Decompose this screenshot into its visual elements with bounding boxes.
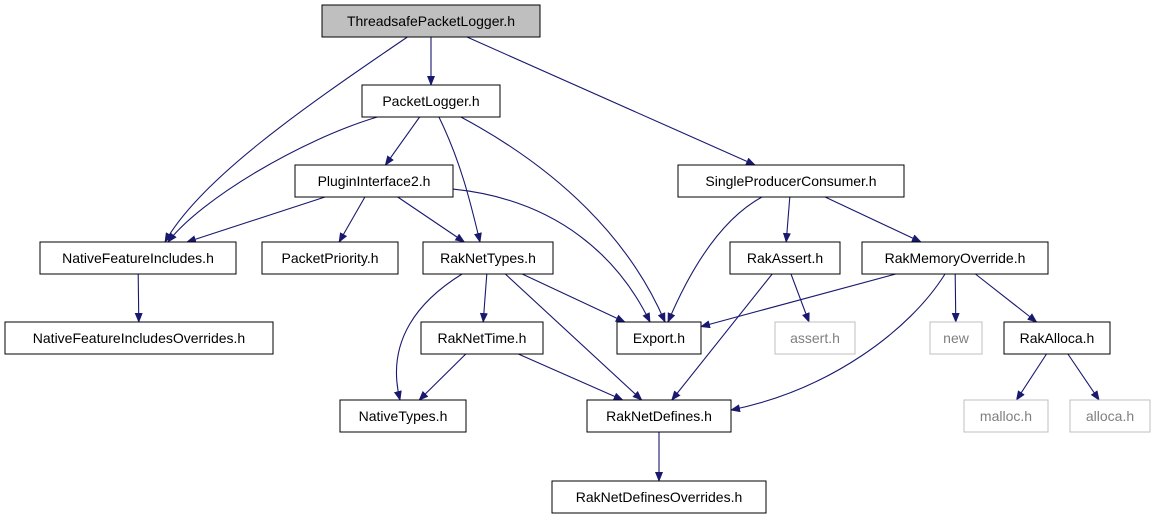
node-nfio[interactable]: NativeFeatureIncludesOverrides.h <box>4 321 274 355</box>
node-raknettypes[interactable]: RakNetTypes.h <box>422 241 554 275</box>
edge-packetlogger-to-plugin <box>384 116 421 166</box>
node-label: RakNetDefinesOverrides.h <box>576 489 743 505</box>
node-nativetypes[interactable]: NativeTypes.h <box>339 399 467 433</box>
node-box[interactable] <box>294 164 454 198</box>
node-rakalloca[interactable]: RakAlloca.h <box>1003 321 1111 355</box>
edge-packetlogger-to-raknettypes <box>438 116 482 243</box>
node-label: Export.h <box>633 330 685 346</box>
node-box[interactable] <box>1003 321 1111 355</box>
node-box[interactable] <box>422 241 554 275</box>
node-alloca[interactable]: alloca.h <box>1069 399 1151 433</box>
node-spc[interactable]: SingleProducerConsumer.h <box>677 164 905 198</box>
node-label: RakNetTime.h <box>438 330 527 346</box>
nodes-layer: ThreadsafePacketLogger.hPacketLogger.hSi… <box>4 4 1151 514</box>
node-label: NativeFeatureIncludes.h <box>62 250 214 266</box>
edge-raknettime-to-nativetypes <box>418 353 467 401</box>
node-label: RakMemoryOverride.h <box>885 250 1026 266</box>
node-rmo[interactable]: RakMemoryOverride.h <box>861 241 1049 275</box>
node-label: RakNetDefines.h <box>606 408 712 424</box>
node-box[interactable] <box>677 164 905 198</box>
node-label: RakAlloca.h <box>1020 330 1095 346</box>
edge-raknettypes-to-raknetdefines <box>504 273 643 401</box>
node-label: PacketLogger.h <box>382 93 479 109</box>
edge-plugin-to-nfi <box>186 196 326 244</box>
edge-packetlogger-to-nfi <box>167 116 378 243</box>
node-box[interactable] <box>616 321 702 355</box>
node-box[interactable] <box>321 4 541 38</box>
node-label: alloca.h <box>1086 408 1134 424</box>
node-box[interactable] <box>420 321 544 355</box>
node-plugin[interactable]: PluginInterface2.h <box>294 164 454 198</box>
edge-rmo-to-new <box>951 273 960 323</box>
node-box[interactable] <box>929 321 983 355</box>
edge-spc-to-rmo <box>824 196 922 243</box>
edge-rakassert-to-raknetdefines <box>671 273 773 401</box>
edge-threadsafe-to-nfi <box>164 36 408 243</box>
node-new[interactable]: new <box>929 321 983 355</box>
edge-rakalloca-to-alloca <box>1067 353 1100 401</box>
node-box[interactable] <box>339 399 467 433</box>
node-box[interactable] <box>729 241 841 275</box>
node-label: malloc.h <box>980 408 1032 424</box>
node-label: NativeTypes.h <box>359 408 448 424</box>
edge-rakalloca-to-malloc <box>1015 353 1047 401</box>
node-assert[interactable]: assert.h <box>774 321 856 355</box>
node-label: ThreadsafePacketLogger.h <box>347 13 515 29</box>
node-box[interactable] <box>1069 399 1151 433</box>
edge-plugin-to-export <box>452 188 651 323</box>
edge-raknettypes-to-raknettime <box>479 273 488 323</box>
edge-spc-to-export <box>667 196 763 323</box>
node-label: NativeFeatureIncludesOverrides.h <box>33 330 245 346</box>
edge-spc-to-rakassert <box>782 196 791 243</box>
node-packetlogger[interactable]: PacketLogger.h <box>361 84 501 118</box>
node-label: new <box>943 330 970 346</box>
edge-rmo-to-export <box>700 273 896 329</box>
node-label: PluginInterface2.h <box>318 173 431 189</box>
node-export[interactable]: Export.h <box>616 321 702 355</box>
edge-raknettime-to-raknetdefines <box>518 353 624 401</box>
edges-layer <box>134 36 1100 482</box>
node-raknettime[interactable]: RakNetTime.h <box>420 321 544 355</box>
node-box[interactable] <box>861 241 1049 275</box>
node-box[interactable] <box>261 241 399 275</box>
node-box[interactable] <box>4 321 274 355</box>
node-rakassert[interactable]: RakAssert.h <box>729 241 841 275</box>
node-box[interactable] <box>551 480 767 514</box>
node-threadsafe[interactable]: ThreadsafePacketLogger.h <box>321 4 541 38</box>
node-ppriority[interactable]: PacketPriority.h <box>261 241 399 275</box>
node-box[interactable] <box>39 241 237 275</box>
node-malloc[interactable]: malloc.h <box>963 399 1049 433</box>
edge-packetlogger-to-export <box>460 116 666 323</box>
node-box[interactable] <box>586 399 732 433</box>
node-box[interactable] <box>774 321 856 355</box>
edge-rmo-to-rakalloca <box>975 273 1038 323</box>
node-label: SingleProducerConsumer.h <box>705 173 876 189</box>
node-rndo[interactable]: RakNetDefinesOverrides.h <box>551 480 767 514</box>
node-label: PacketPriority.h <box>282 250 379 266</box>
edge-raknettypes-to-nativetypes <box>393 273 463 401</box>
node-box[interactable] <box>361 84 501 118</box>
edge-rakassert-to-assert <box>790 273 810 323</box>
edge-rmo-to-raknetdefines <box>730 273 946 413</box>
node-nfi[interactable]: NativeFeatureIncludes.h <box>39 241 237 275</box>
node-label: RakAssert.h <box>747 250 823 266</box>
edge-raknettypes-to-export <box>521 273 626 323</box>
edge-threadsafe-to-spc <box>466 36 756 166</box>
node-label: assert.h <box>790 330 840 346</box>
node-label: RakNetTypes.h <box>440 250 536 266</box>
edge-plugin-to-raknettypes <box>397 196 466 243</box>
node-raknetdefines[interactable]: RakNetDefines.h <box>586 399 732 433</box>
node-box[interactable] <box>963 399 1049 433</box>
edge-nfi-to-nfio <box>134 273 143 323</box>
edge-plugin-to-ppriority <box>338 196 366 243</box>
